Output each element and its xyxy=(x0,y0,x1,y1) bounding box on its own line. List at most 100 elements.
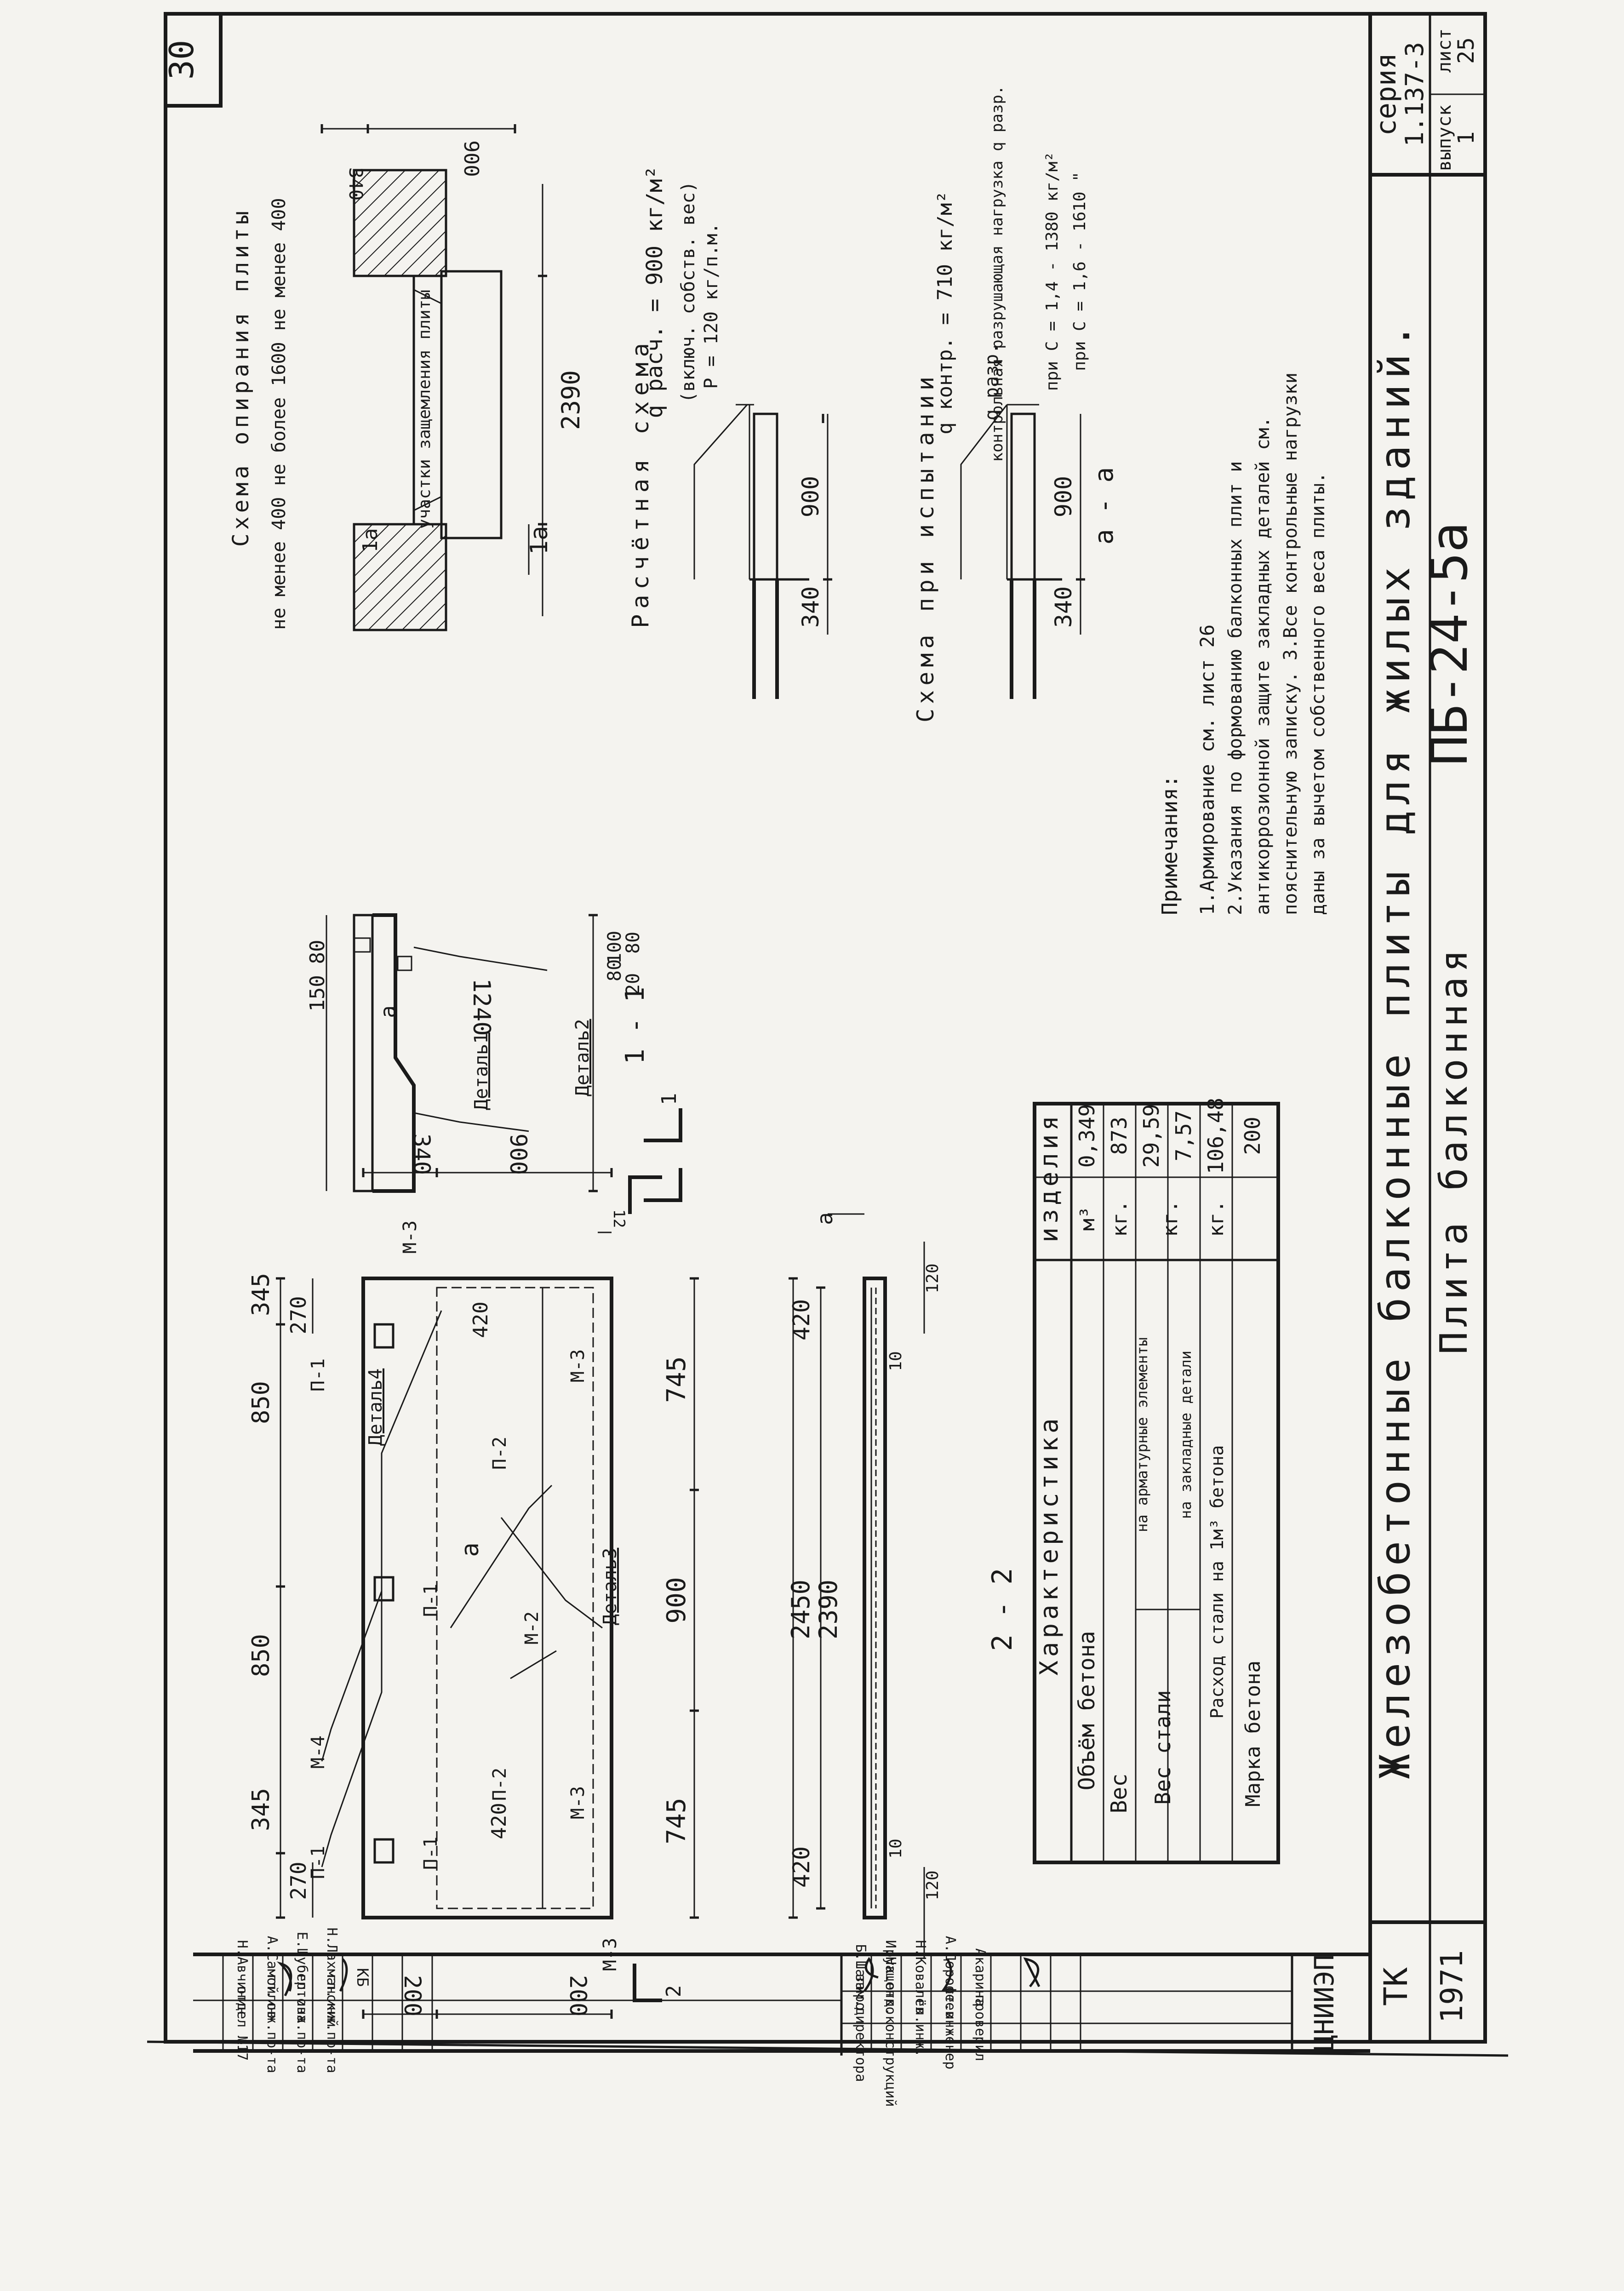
plan-dim-left-2: 200 xyxy=(565,1975,591,2016)
table-header-value: изделия xyxy=(1035,1112,1064,1243)
notes-item-4: пояснительную записку. 3.Все контрольные… xyxy=(1280,372,1301,915)
sheet-value: 25 xyxy=(1453,37,1479,64)
lifting-loop xyxy=(373,1576,395,1602)
table-row-5-value: 106,48 xyxy=(1203,1098,1228,1174)
table-row-2-value: 873 xyxy=(1107,1117,1132,1155)
calc-scheme: Расчётная схема q расч. = 900 кг/м² (вкл… xyxy=(627,166,832,699)
table-row-4-value: 7,57 xyxy=(1171,1111,1196,1162)
page-number: 30 xyxy=(162,40,201,80)
support-label-right: 1а xyxy=(526,526,553,555)
plan-label-m4: М-4 xyxy=(308,1735,329,1769)
s22-dim-120b: 120 xyxy=(923,1263,942,1293)
support-dim-900: 900 xyxy=(459,140,483,177)
plan-label-m3a: М-3 xyxy=(567,1786,589,1819)
notes-item-5: даны за вычетом собственного веса плиты. xyxy=(1308,472,1329,915)
s11-detail2: Деталь2 xyxy=(572,1019,593,1097)
test-load-4: при С = 1,4 - 1380 кг/м² xyxy=(1043,152,1062,391)
notes: Примечания: 1.Армирование см. лист 26 2.… xyxy=(1157,372,1329,915)
stamp-right-sign-1: Н.Авчинин xyxy=(234,1940,250,2015)
plan-label-m3d: М-3 xyxy=(400,1220,421,1254)
s22-dim-420a: 420 xyxy=(788,1846,815,1888)
product-mark: ПБ-24-5а xyxy=(1420,522,1479,766)
org-logo: ЦНИИЭП xyxy=(1309,1954,1340,2051)
s22-dim-2450: 2450 xyxy=(786,1580,815,1639)
table-row-5-name: Расход стали на 1м³ бетона xyxy=(1207,1445,1227,1719)
plan-dim-inner-2: 270 xyxy=(286,1296,311,1334)
issue-value: 1 xyxy=(1453,132,1479,145)
stamp-sign-5: Акарина xyxy=(972,1948,988,2006)
test-load-2: q разр. xyxy=(981,343,1002,421)
stamp-right-sign-3: Е.Шубертова xyxy=(294,1932,310,2023)
table-header-name: Характеристика xyxy=(1035,1415,1064,1675)
table-row-3-unit: кг. xyxy=(1159,1200,1182,1237)
calc-load-1: q расч. = 900 кг/м² xyxy=(642,166,668,418)
calc-dim-340: 340 xyxy=(797,586,824,628)
drawing-title-main: Железобетонные балконные плиты для жилых… xyxy=(1371,318,1419,1779)
s11-dim-1240: 1240 xyxy=(468,978,495,1036)
title-block: серия 1.137-3 выпуск лист 1 25 Железобет… xyxy=(1368,14,1485,2043)
s22-dim-420b: 420 xyxy=(788,1299,815,1340)
calc-title: Расчётная схема xyxy=(627,338,654,628)
s11-dim-20: 20 xyxy=(623,973,644,995)
plan-label-m3b: М-3 xyxy=(567,1349,589,1382)
support-dim-2390: 2390 xyxy=(556,370,585,430)
s11-dim-100: 100 xyxy=(604,931,625,964)
tk-label: ТК xyxy=(1377,1967,1415,2006)
support-label-left: 1а xyxy=(359,528,382,553)
table-row-3-name: Вес стали xyxy=(1150,1690,1175,1804)
year-label: 1971 xyxy=(1434,1950,1470,2023)
stamp-block: зам.директора Б.Шапиро рук.отд.конструкц… xyxy=(193,1928,1370,2107)
stamp-sign-2: И.Нащенко xyxy=(882,1940,898,2015)
s22-dim-120a: 120 xyxy=(923,1870,942,1900)
support-clamp-note: участки защемления плиты xyxy=(415,290,434,529)
table-row-1-name: Объём бетона xyxy=(1074,1631,1100,1791)
table-row-3-value: 29,59 xyxy=(1139,1104,1164,1168)
support-constraints: не менее 400 не более 1600 не менее 400 xyxy=(269,198,290,630)
plan-dim-bottom-3: 745 xyxy=(662,1356,692,1403)
stamp-right-role-4: гл.инж.пр-та xyxy=(324,1974,340,2073)
plan-detail3: Деталь3 xyxy=(600,1548,621,1626)
test-title: Схема при испытании xyxy=(912,372,939,722)
plan-view: 345 850 850 345 270 270 745 900 745 420 … xyxy=(247,1093,699,2019)
test-section-label: а - а xyxy=(1089,467,1119,545)
table-row-5-unit: кг. xyxy=(1205,1200,1228,1237)
plan-a-mark: а xyxy=(457,1542,484,1557)
plan-dim-420a: 420 xyxy=(487,1803,511,1839)
stamp-right-role-1: отдел №17 xyxy=(234,1986,250,2061)
plan-dim-left-1: 200 xyxy=(399,1975,426,2016)
plan-dim-top-1: 345 xyxy=(247,1788,275,1831)
support-title: Схема опирания плиты xyxy=(228,207,254,547)
notes-item-1: 1.Армирование см. лист 26 xyxy=(1196,624,1218,915)
stamp-role-3: гл.инж. xyxy=(912,1999,928,2057)
stamp-kb: КБ xyxy=(353,1968,372,1987)
signature-marks xyxy=(276,1957,1041,1997)
notes-title: Примечания: xyxy=(1157,775,1182,915)
plan-detail4: Деталь4 xyxy=(365,1369,386,1446)
plan-dim-right-2: 900 xyxy=(505,1134,532,1175)
plan-dim-12: 12 xyxy=(610,1209,628,1228)
stamp-role-4: ст.инженер xyxy=(942,1987,958,2070)
plan-label-p1d: П-1 xyxy=(420,1837,441,1870)
s11-dim-80: 80 xyxy=(306,940,329,964)
s11-dim-80c: 80 xyxy=(623,932,644,954)
test-dim-340: 340 xyxy=(1050,586,1077,628)
plan-label-p2b: П-2 xyxy=(489,1768,510,1801)
plan-dim-bottom-1: 745 xyxy=(662,1798,692,1844)
stamp-right-sign-2: А.Самойлов xyxy=(264,1936,280,2019)
table-row-1-value: 0,349 xyxy=(1075,1104,1099,1168)
plan-label-m2: М-2 xyxy=(521,1611,543,1644)
test-dim-900: 900 xyxy=(1050,476,1077,517)
plan-label-p2a: П-2 xyxy=(489,1437,510,1470)
s11-title: 1 - 1 xyxy=(620,987,650,1065)
table-row-2-name: Вес xyxy=(1106,1774,1132,1814)
table-row-6-value: 200 xyxy=(1240,1117,1265,1155)
s11-a-mark: а xyxy=(376,1005,400,1018)
issue-label: выпуск xyxy=(1434,105,1455,172)
s11-detail1: Деталь1 xyxy=(471,1033,492,1111)
calc-load-3: Р = 120 кг/п.м. xyxy=(701,223,722,389)
plan-label-p1a: П-1 xyxy=(308,1846,329,1879)
stamp-right-sign-4: Н.Лахманский xyxy=(324,1928,340,2028)
